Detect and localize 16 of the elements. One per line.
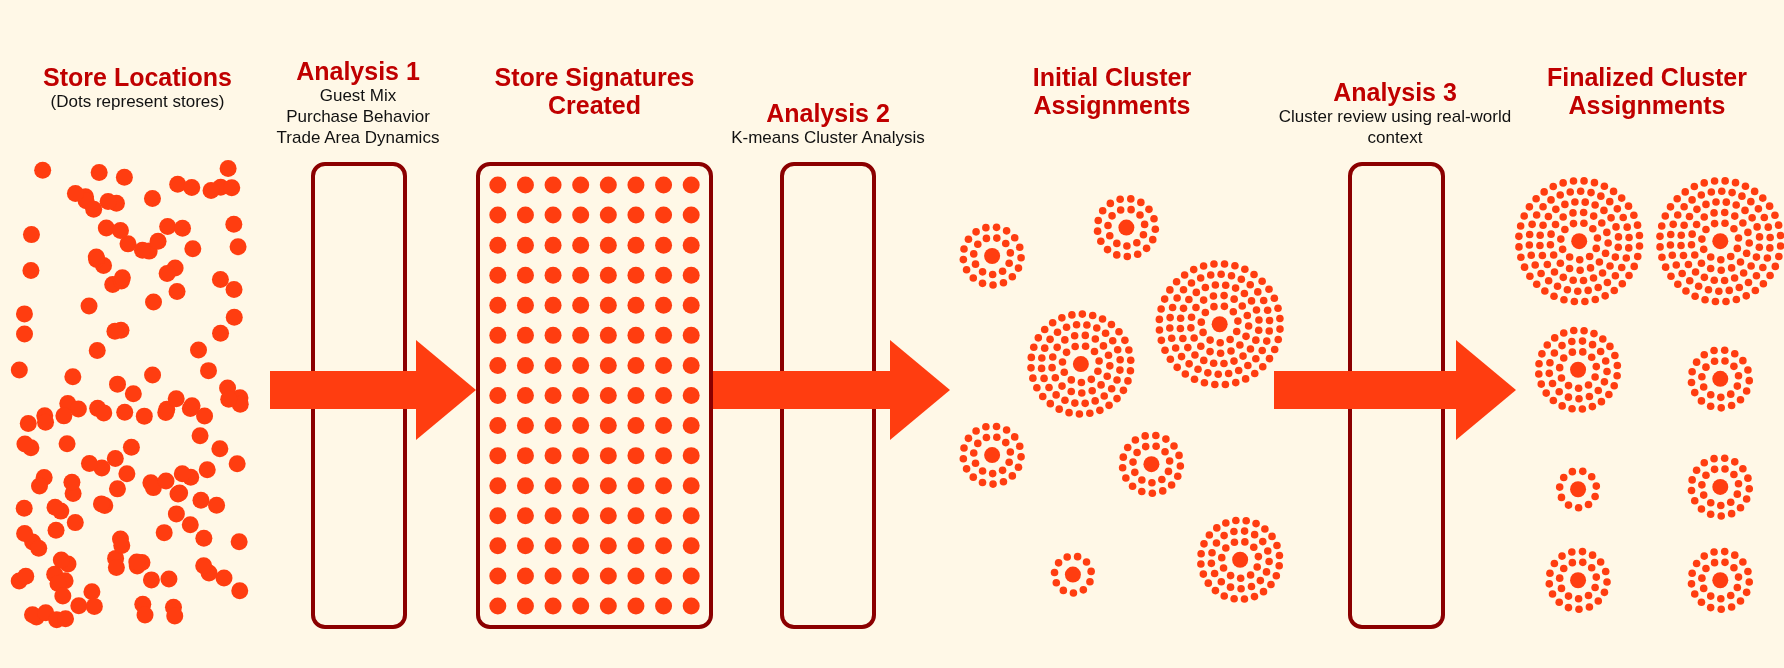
- arrow: [876, 340, 950, 440]
- step-heading: Analysis 3: [1333, 78, 1457, 106]
- step-description: Cluster review using real-world context: [1277, 106, 1513, 148]
- arrow: [1445, 340, 1516, 440]
- factor-text: Trade Area Dynamics: [276, 127, 440, 148]
- step-description: K-means Cluster Analysis: [731, 127, 925, 148]
- step-heading: Store Locations: [43, 63, 232, 91]
- step-heading: Store Signatures Created: [493, 63, 696, 119]
- factor-text: Purchase Behavior: [286, 106, 430, 127]
- arrow: [407, 340, 476, 440]
- factor-text: Guest Mix: [319, 85, 397, 106]
- step-heading: Initial Cluster Assignments: [1031, 63, 1193, 119]
- step-heading: Finalized Cluster Assignments: [1545, 63, 1748, 119]
- step-heading: Analysis 2: [766, 99, 890, 127]
- step-heading: Analysis 1: [296, 57, 420, 85]
- step-description: (Dots represent stores): [50, 91, 225, 112]
